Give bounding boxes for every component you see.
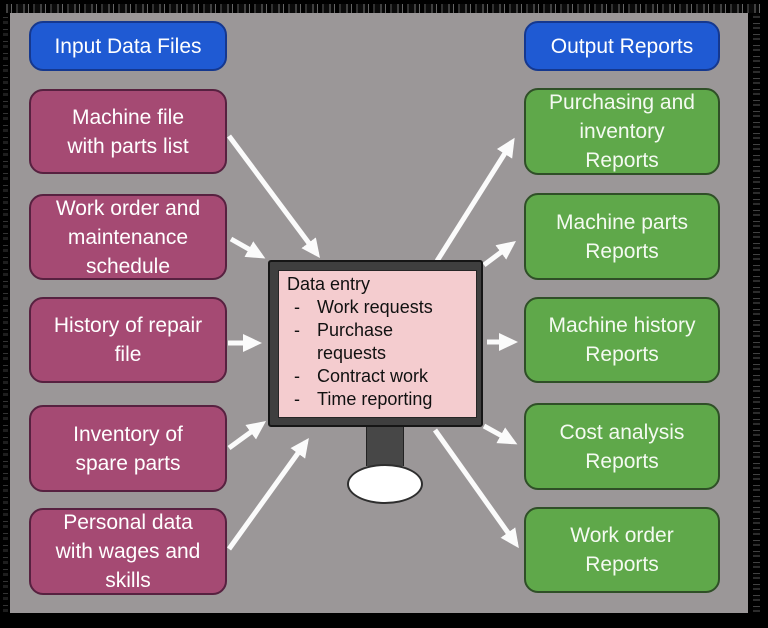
output-box-label: Purchasing and inventory Reports (549, 91, 695, 172)
monitor-stand-base (347, 464, 423, 504)
compression-artifact-band-right (753, 14, 760, 612)
output-box-label: Machine parts Reports (556, 210, 688, 263)
bullet-dash: - (294, 320, 300, 340)
output-box-cost-analysis: Cost analysis Reports (524, 403, 720, 490)
output-reports-header: Output Reports (524, 21, 720, 71)
monitor-screen: Data entry - Work requests - Purchase re… (278, 270, 477, 418)
monitor-list-item: - Contract work (294, 366, 429, 386)
compression-artifact-band-left (3, 14, 8, 612)
input-header-label: Input Data Files (54, 34, 202, 58)
monitor-list-item: - Time reporting (294, 389, 433, 409)
bullet-dash: - (294, 366, 300, 386)
output-box-work-order: Work order Reports (524, 507, 720, 593)
input-box-personal-data: Personal data with wages and skills (29, 508, 227, 595)
compression-artifact-band-top (6, 4, 762, 13)
monitor-stand-neck (366, 427, 404, 466)
input-box-label: Inventory of spare parts (73, 422, 183, 475)
bullet-dash: - (294, 389, 300, 409)
output-box-label: Cost analysis Reports (559, 420, 685, 473)
input-box-label: Machine file with parts list (67, 105, 189, 158)
monitor-list-item: - Work requests (294, 297, 433, 317)
output-box-machine-history: Machine history Reports (524, 297, 720, 383)
input-box-label: Work order and maintenance schedule (55, 196, 201, 278)
input-box-label: History of repair file (53, 314, 203, 366)
input-data-files-header: Input Data Files (29, 21, 227, 71)
input-box-history-repair: History of repair file (29, 297, 227, 383)
output-box-label: Work order Reports (570, 524, 674, 576)
output-box-purchasing-inventory: Purchasing and inventory Reports (524, 88, 720, 175)
output-box-machine-parts: Machine parts Reports (524, 193, 720, 280)
input-box-machine-file: Machine file with parts list (29, 89, 227, 174)
monitor-title: Data entry (287, 274, 371, 294)
input-box-work-order: Work order and maintenance schedule (29, 194, 227, 280)
output-box-label: Machine history Reports (548, 314, 696, 366)
input-box-label: Personal data with wages and skills (55, 511, 201, 592)
input-box-inventory: Inventory of spare parts (29, 405, 227, 492)
bullet-dash: - (294, 297, 300, 317)
monitor-list-item: - Purchase requests (294, 320, 394, 363)
output-header-label: Output Reports (550, 34, 694, 58)
